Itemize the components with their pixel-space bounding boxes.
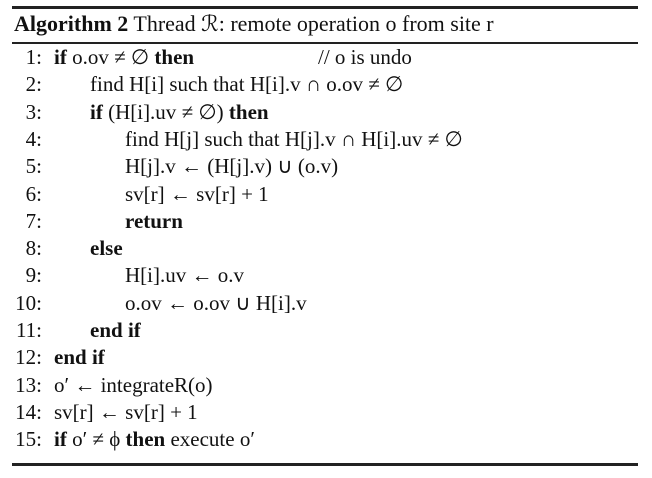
line-code: sv[r] ← sv[r] + 1 [54,399,198,424]
line-code: end if [90,318,141,342]
line-number: 7: [25,208,42,233]
algorithm-line: 8: else [0,236,652,263]
line-code: H[i].uv ← o.v [125,263,244,288]
algorithm-line: 3: if (H[i].uv ≠ ∅) then [0,100,652,127]
line-code: if (H[i].uv ≠ ∅) then [90,99,269,124]
line-code: else [90,236,123,261]
line-code: find H[j] such that H[j].v ∩ H[i].uv ≠ ∅ [125,126,463,151]
algorithm-line: 4: find H[j] such that H[j].v ∩ H[i].uv ≠… [0,127,652,154]
line-number: 12: [15,345,42,370]
line-code: H[j].v ← (H[j].v) ∪ (o.v) [125,154,339,179]
line-code: end if [54,345,105,370]
line-code: return [125,208,183,233]
line-number: 8: [25,236,42,261]
line-comment: // o is undo [318,45,412,69]
algorithm-caption: Algorithm 2 Thread ℛ: remote operation o… [14,11,494,37]
algorithm-line: 9: H[i].uv ← o.v [0,263,652,290]
algorithm-line: 6: sv[r] ← sv[r] + 1 [0,182,652,209]
algorithm-line: 1: if o.ov ≠ ∅ then // o is undo [0,45,652,72]
line-number: 2: [25,72,42,97]
algorithm-line: 10: o.ov ← o.ov ∪ H[i].v [0,291,652,318]
algorithm-line: 5: H[j].v ← (H[j].v) ∪ (o.v) [0,154,652,181]
algorithm-line: 2: find H[i] such that H[i].v ∩ o.ov ≠ ∅ [0,72,652,99]
line-number: 4: [25,126,42,151]
line-number: 13: [15,372,42,397]
algorithm-label: Algorithm 2 [14,11,129,36]
line-number: 5: [25,154,42,179]
caption-rule [12,42,638,44]
line-number: 15: [15,427,42,452]
algorithm-title: Thread ℛ: remote operation o from site r [133,11,494,36]
line-number: 3: [25,99,42,124]
line-code: sv[r] ← sv[r] + 1 [125,181,269,206]
line-code: if o′ ≠ ϕ then execute o′ [54,427,255,452]
algorithm-line: 15: if o′ ≠ ϕ then execute o′ [0,427,652,454]
line-number: 14: [15,399,42,424]
algorithm-line: 11: end if [0,318,652,345]
line-code: find H[i] such that H[i].v ∩ o.ov ≠ ∅ [90,72,404,97]
algorithm-line: 14: sv[r] ← sv[r] + 1 [0,400,652,427]
algorithm-line: 7: return [0,209,652,236]
bottom-rule [12,463,638,466]
line-code: o.ov ← o.ov ∪ H[i].v [125,290,307,315]
line-number: 9: [25,263,42,288]
line-number: 6: [25,181,42,206]
line-number: 1: [25,45,42,69]
line-code: o′ ← integrateR(o) [54,372,213,397]
line-code: if o.ov ≠ ∅ then [54,45,195,69]
algorithm-line: 13: o′ ← integrateR(o) [0,373,652,400]
line-number: 11: [15,318,42,342]
line-number: 10: [15,290,42,315]
algorithm-line: 12: end if [0,345,652,372]
top-rule [12,6,638,9]
